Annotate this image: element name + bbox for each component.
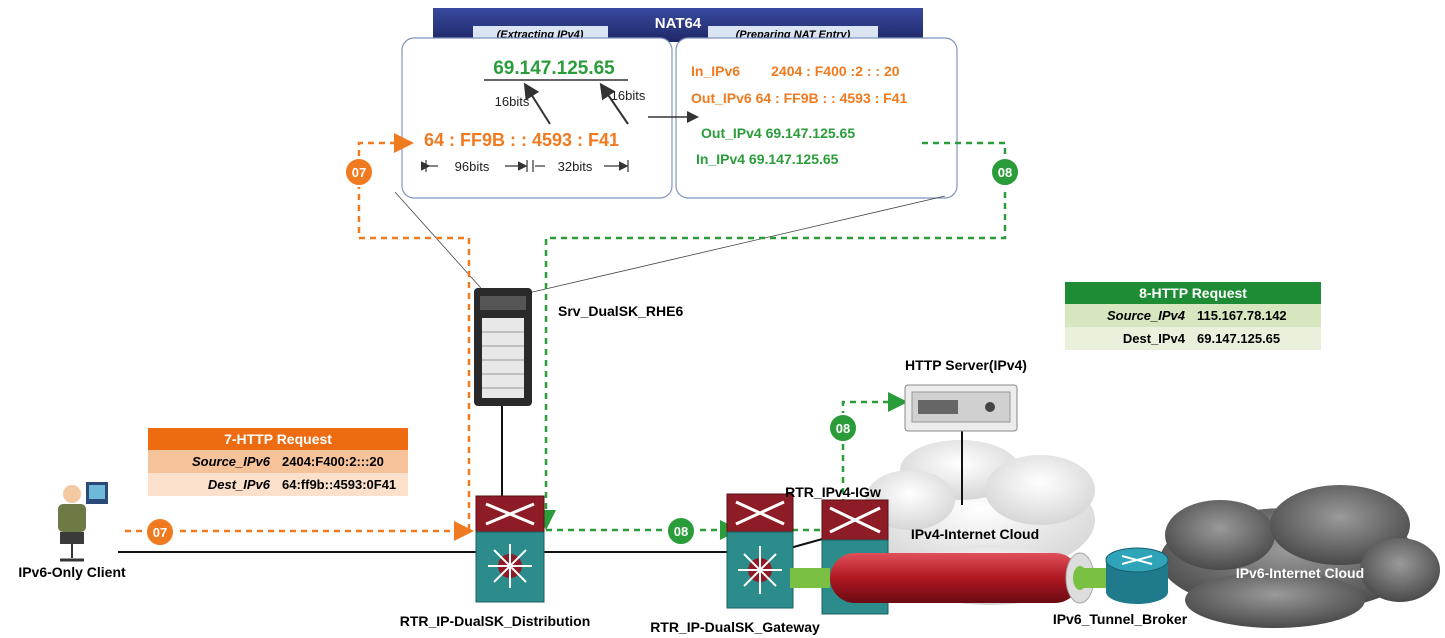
badge-07-upper: 07 bbox=[344, 157, 374, 187]
left-bits-arrow bbox=[523, 82, 551, 125]
left-bits-label: 16bits bbox=[495, 94, 530, 109]
request-8-source-row: Source_IPv4 115.167.78.142 bbox=[1065, 304, 1321, 327]
request-8-dest-row: Dest_IPv4 69.147.125.65 bbox=[1065, 327, 1321, 350]
http-request-8-table: 8-HTTP Request Source_IPv4 115.167.78.14… bbox=[1065, 282, 1321, 350]
request-7-title: 7-HTTP Request bbox=[148, 428, 408, 450]
tunnel-broker-label: IPv6_Tunnel_Broker bbox=[1053, 611, 1188, 627]
svg-text:08: 08 bbox=[674, 524, 688, 539]
client-user-icon bbox=[58, 482, 108, 562]
flow-08-to-http-server bbox=[841, 392, 908, 505]
out-ipv4-entry: Out_IPv4 69.147.125.65 bbox=[701, 125, 855, 141]
http-server-icon bbox=[904, 384, 1018, 432]
bits-96-label: 96bits bbox=[455, 159, 490, 174]
right-bits-label: 16bits bbox=[611, 88, 646, 103]
bit-widths bbox=[420, 160, 629, 172]
server-label: Srv_DualSK_RHE6 bbox=[558, 303, 683, 319]
igw-label: RTR_IPv4-IGw bbox=[785, 484, 881, 500]
callout-line-left bbox=[394, 191, 489, 297]
badge-08-lower: 08 bbox=[666, 516, 696, 546]
http-server-label: HTTP Server(IPv4) bbox=[905, 357, 1027, 373]
server-tower-icon bbox=[474, 288, 532, 406]
ipv6-prefix-address: 64 : FF9B : : 4593 : F41 bbox=[424, 130, 619, 150]
request-8-source-key: Source_IPv4 bbox=[1106, 308, 1185, 323]
badge-07-lower: 07 bbox=[145, 517, 175, 547]
nat64-header: NAT64 (Extracting IPv4) (Preparing NAT E… bbox=[433, 8, 923, 42]
request-7-dest-row: Dest_IPv6 64:ff9b::4593:0F41 bbox=[148, 473, 408, 496]
request-7-source-value: 2404:F400:2:::20 bbox=[282, 454, 384, 469]
request-7-source-row: Source_IPv6 2404:F400:2:::20 bbox=[148, 450, 408, 473]
ipv6-cloud bbox=[1160, 485, 1440, 628]
svg-text:07: 07 bbox=[352, 165, 366, 180]
flow-07-to-nat64 bbox=[357, 133, 471, 530]
tunnel-broker-router-icon bbox=[1105, 547, 1169, 604]
prepare-panel bbox=[675, 37, 958, 199]
distribution-label: RTR_IP-DualSK_Distribution bbox=[400, 613, 591, 629]
right-bits-arrow bbox=[599, 82, 629, 125]
svg-text:07: 07 bbox=[153, 525, 167, 540]
out-ipv6-entry: Out_IPv6 64 : FF9B : : 4593 : F41 bbox=[691, 90, 908, 106]
request-7-dest-key: Dest_IPv6 bbox=[207, 477, 270, 492]
ipv6-tunnel bbox=[790, 552, 1108, 604]
ipv6-cloud-label: IPv6-Internet Cloud bbox=[1236, 565, 1364, 581]
request-7-source-key: Source_IPv6 bbox=[191, 454, 270, 469]
request-8-title: 8-HTTP Request bbox=[1065, 282, 1321, 304]
flow-08-from-nat64 bbox=[536, 141, 1007, 530]
in-ipv4-entry: In_IPv4 69.147.125.65 bbox=[696, 151, 839, 167]
gateway-switch-icon bbox=[726, 493, 794, 609]
extract-panel bbox=[401, 37, 673, 199]
extracted-ipv4: 69.147.125.65 bbox=[493, 58, 615, 79]
callout-line-right bbox=[523, 195, 946, 295]
svg-text:08: 08 bbox=[998, 165, 1012, 180]
http-request-7-table: 7-HTTP Request Source_IPv6 2404:F400:2::… bbox=[148, 428, 408, 496]
in-ipv6-entry: In_IPv6 2404 : F400 :2 : : 20 bbox=[691, 63, 900, 79]
gateway-label: RTR_IP-DualSK_Gateway bbox=[650, 619, 820, 635]
request-8-dest-value: 69.147.125.65 bbox=[1197, 331, 1281, 346]
client-label: IPv6-Only Client bbox=[18, 564, 126, 580]
svg-text:08: 08 bbox=[836, 421, 850, 436]
badge-08-http: 08 bbox=[828, 413, 858, 443]
bits-32-label: 32bits bbox=[558, 159, 593, 174]
badge-08-upper: 08 bbox=[990, 157, 1020, 187]
request-7-dest-value: 64:ff9b::4593:0F41 bbox=[282, 477, 397, 492]
link-gateway-igw bbox=[789, 537, 827, 549]
ipv4-cloud-label: IPv4-Internet Cloud bbox=[911, 526, 1039, 542]
request-8-dest-key: Dest_IPv4 bbox=[1122, 331, 1185, 346]
request-8-source-value: 115.167.78.142 bbox=[1197, 308, 1287, 323]
distribution-switch-icon bbox=[475, 495, 545, 603]
nat64-title: NAT64 bbox=[655, 15, 702, 32]
